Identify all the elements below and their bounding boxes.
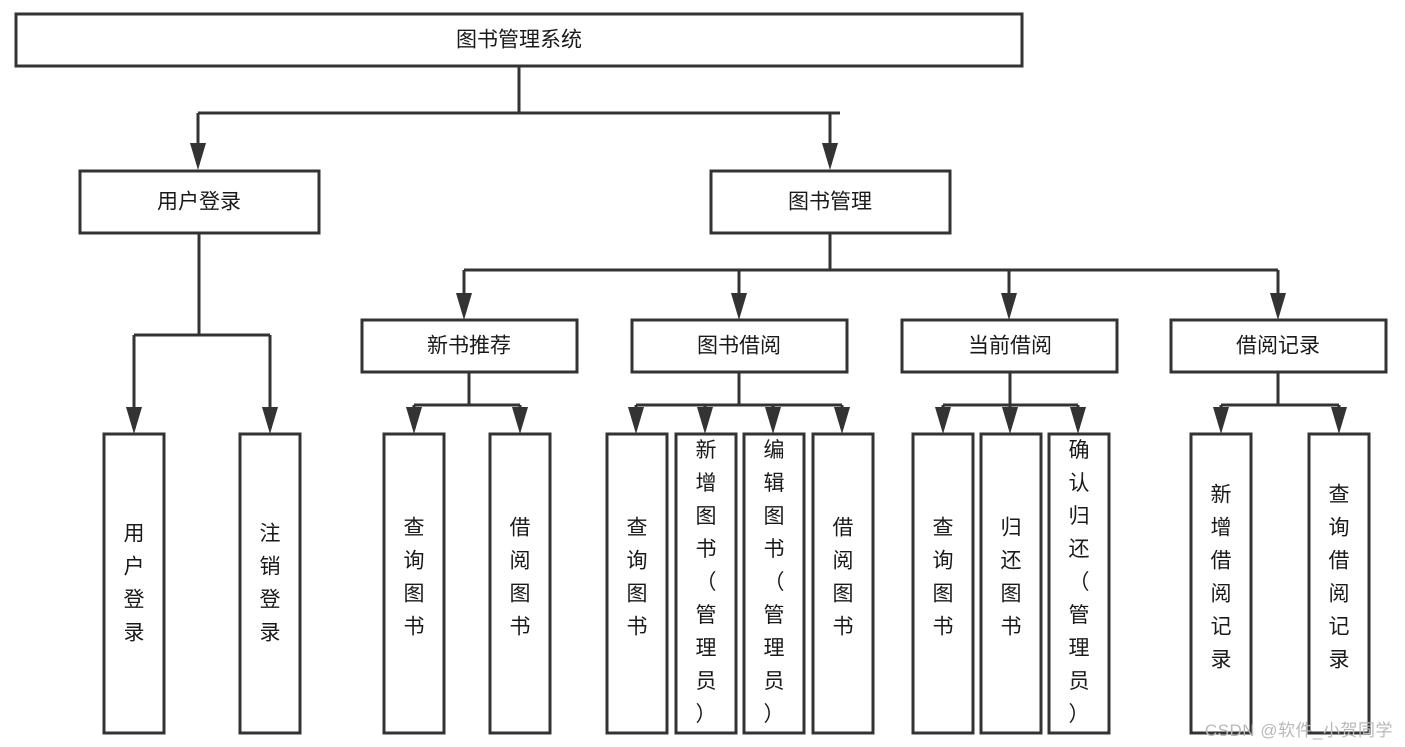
node-leaf-logout-box[interactable] xyxy=(238,432,302,735)
node-leaf-query-record-label: 查询借阅记录 xyxy=(1329,483,1350,671)
arrowhead-user-login-leaf-1 xyxy=(126,407,142,434)
arrowhead-bb-leaf-1 xyxy=(628,407,644,434)
node-leaf-edit-book[interactable]: 编辑图书（管理员） xyxy=(742,432,806,735)
node-leaf-confirm-return[interactable]: 确认归还（管理员） xyxy=(1047,432,1111,735)
node-borrow-record-label: 借阅记录 xyxy=(1236,335,1320,358)
node-new-book-recommend[interactable]: 新书推荐 xyxy=(360,318,579,374)
node-current-borrow[interactable]: 当前借阅 xyxy=(900,318,1119,374)
node-root[interactable]: 图书管理系统 xyxy=(14,12,1024,68)
node-leaf-user-login-box[interactable] xyxy=(102,432,166,735)
connector-group-new-book-recommend xyxy=(406,372,528,434)
arrowhead-bb-leaf-2 xyxy=(697,407,713,434)
node-leaf-add-book-box[interactable] xyxy=(674,432,738,735)
node-current-borrow-box[interactable] xyxy=(900,318,1119,374)
arrowhead-nbr-leaf-1 xyxy=(406,407,422,434)
node-leaf-query-book-1-label: 查询图书 xyxy=(404,516,425,638)
node-book-borrow-label: 图书借阅 xyxy=(697,335,781,358)
node-user-login-label: 用户登录 xyxy=(157,191,241,214)
node-leaf-query-book-3[interactable]: 查询图书 xyxy=(911,432,975,735)
arrowhead-bm-to-new-book-recommend xyxy=(456,293,472,320)
node-leaf-query-record-box[interactable] xyxy=(1307,432,1371,735)
arrowhead-cb-leaf-1 xyxy=(935,407,951,434)
arrowhead-br-leaf-1 xyxy=(1213,407,1229,434)
node-leaf-borrow-book-2-label: 借阅图书 xyxy=(833,516,854,638)
arrowhead-bm-to-current-borrow xyxy=(1001,293,1017,320)
arrowhead-user-login-leaf-2 xyxy=(262,407,278,434)
node-leaf-query-book-3-label: 查询图书 xyxy=(933,516,954,638)
node-book-borrow[interactable]: 图书借阅 xyxy=(630,318,849,374)
arrowhead-bb-leaf-3 xyxy=(765,407,781,434)
node-leaf-query-book-3-box[interactable] xyxy=(911,432,975,735)
arrowhead-bm-to-borrow-record xyxy=(1270,293,1286,320)
node-leaf-query-book-2-label: 查询图书 xyxy=(627,516,648,638)
node-leaf-query-book-1-box[interactable] xyxy=(382,432,446,735)
node-book-management[interactable]: 图书管理 xyxy=(709,169,952,235)
node-leaf-user-login[interactable]: 用户登录 xyxy=(102,432,166,735)
node-root-label: 图书管理系统 xyxy=(456,29,582,52)
node-leaf-query-record[interactable]: 查询借阅记录 xyxy=(1307,432,1371,735)
connector-group-user-login xyxy=(126,233,278,434)
arrowhead-br-leaf-2 xyxy=(1331,407,1347,434)
node-leaf-edit-book-box[interactable] xyxy=(742,432,806,735)
node-leaf-confirm-return-box[interactable] xyxy=(1047,432,1111,735)
node-leaf-return-book[interactable]: 归还图书 xyxy=(979,432,1043,735)
node-new-book-recommend-box[interactable] xyxy=(360,318,579,374)
node-leaf-logout-label: 注销登录 xyxy=(260,522,281,644)
node-leaf-edit-book-label: 编辑图书（管理员） xyxy=(764,439,785,726)
arrowhead-root-to-book-management xyxy=(822,143,838,170)
node-new-book-recommend-label: 新书推荐 xyxy=(427,335,511,358)
connector-group-root xyxy=(190,66,840,170)
node-current-borrow-label: 当前借阅 xyxy=(968,335,1052,358)
node-root-box[interactable] xyxy=(14,12,1024,68)
node-leaf-query-book-2[interactable]: 查询图书 xyxy=(605,432,669,735)
node-leaf-logout[interactable]: 注销登录 xyxy=(238,432,302,735)
node-leaf-user-login-label: 用户登录 xyxy=(124,522,145,644)
arrowhead-bb-leaf-4 xyxy=(834,407,850,434)
node-user-login[interactable]: 用户登录 xyxy=(78,169,321,235)
arrowhead-root-to-user-login xyxy=(190,143,206,170)
arrowhead-cb-leaf-3 xyxy=(1070,407,1086,434)
node-book-borrow-box[interactable] xyxy=(630,318,849,374)
node-leaf-add-book-label: 新增图书（管理员） xyxy=(696,439,717,726)
node-leaf-add-record-box[interactable] xyxy=(1189,432,1253,735)
arrowhead-bm-to-book-borrow xyxy=(731,293,747,320)
node-leaf-query-book-1[interactable]: 查询图书 xyxy=(382,432,446,735)
node-borrow-record-box[interactable] xyxy=(1169,318,1388,374)
connector-group-book-management xyxy=(456,233,1286,320)
node-leaf-add-record-label: 新增借阅记录 xyxy=(1211,483,1232,671)
connector-group-book-borrow xyxy=(628,372,850,434)
node-leaf-borrow-book-1-label: 借阅图书 xyxy=(510,516,531,638)
node-leaf-return-book-label: 归还图书 xyxy=(1001,516,1022,638)
node-book-management-label: 图书管理 xyxy=(788,191,872,214)
csdn-watermark: CSDN @软件_小贺同学 xyxy=(1204,721,1393,740)
node-leaf-return-book-box[interactable] xyxy=(979,432,1043,735)
node-user-login-box[interactable] xyxy=(78,169,321,235)
node-leaf-borrow-book-2-box[interactable] xyxy=(811,432,875,735)
arrowhead-nbr-leaf-2 xyxy=(512,407,528,434)
node-borrow-record[interactable]: 借阅记录 xyxy=(1169,318,1388,374)
connector-group-current-borrow xyxy=(935,372,1086,434)
node-leaf-borrow-book-2[interactable]: 借阅图书 xyxy=(811,432,875,735)
connector-group-borrow-record xyxy=(1213,372,1347,434)
node-book-management-box[interactable] xyxy=(709,169,952,235)
node-leaf-borrow-book-1[interactable]: 借阅图书 xyxy=(488,432,552,735)
node-leaf-query-book-2-box[interactable] xyxy=(605,432,669,735)
node-leaf-confirm-return-label: 确认归还（管理员） xyxy=(1069,439,1090,726)
node-leaf-borrow-book-1-box[interactable] xyxy=(488,432,552,735)
arrowhead-cb-leaf-2 xyxy=(1002,407,1018,434)
node-leaf-add-record[interactable]: 新增借阅记录 xyxy=(1189,432,1253,735)
node-leaf-add-book[interactable]: 新增图书（管理员） xyxy=(674,432,738,735)
